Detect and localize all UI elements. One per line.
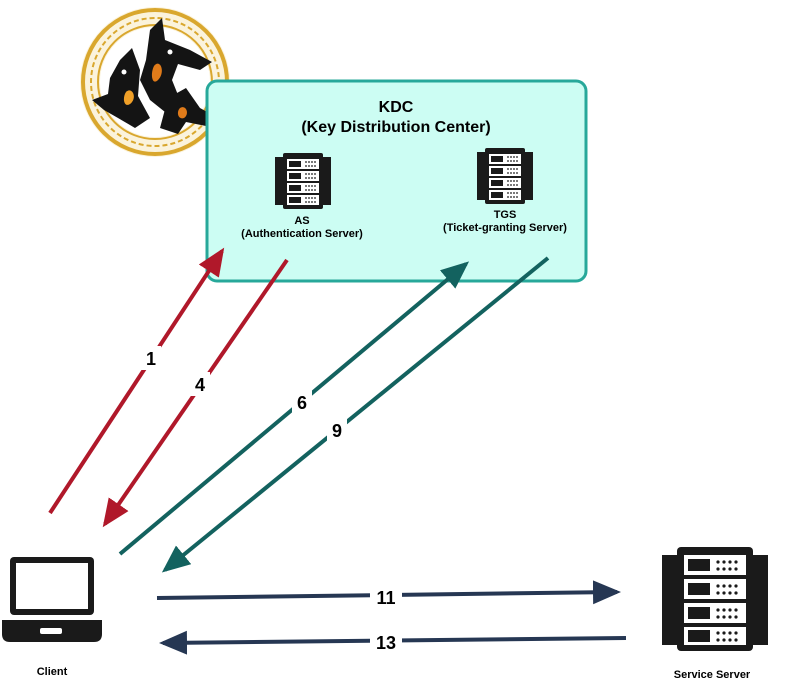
tgs-server-icon — [477, 148, 533, 204]
kdc-box — [205, 79, 588, 283]
arrow-11-label: 11 — [376, 588, 395, 608]
service-server-label: Service Server — [674, 669, 751, 681]
tgs-server-name: TGS — [494, 209, 517, 221]
as-server-fullname: (Authentication Server) — [241, 228, 363, 240]
arrow-1 — [48, 247, 225, 515]
laptop-icon — [2, 557, 102, 642]
service-server-icon — [662, 547, 768, 651]
arrow-1-label: 1 — [146, 349, 156, 369]
as-server-name: AS — [294, 215, 309, 227]
as-server-icon — [275, 153, 331, 209]
arrow-9-label: 9 — [332, 421, 342, 441]
arrow-9 — [161, 256, 550, 573]
arrow-4-label: 4 — [195, 375, 205, 395]
arrow-13-label: 13 — [376, 633, 396, 653]
client-label: Client — [37, 666, 68, 678]
kdc-title: KDC — [379, 99, 414, 116]
tgs-server-fullname: (Ticket-granting Server) — [443, 222, 567, 234]
cerberus-logo — [80, 7, 230, 157]
kdc-subtitle: (Key Distribution Center) — [301, 119, 490, 136]
arrow-6-label: 6 — [297, 393, 307, 413]
